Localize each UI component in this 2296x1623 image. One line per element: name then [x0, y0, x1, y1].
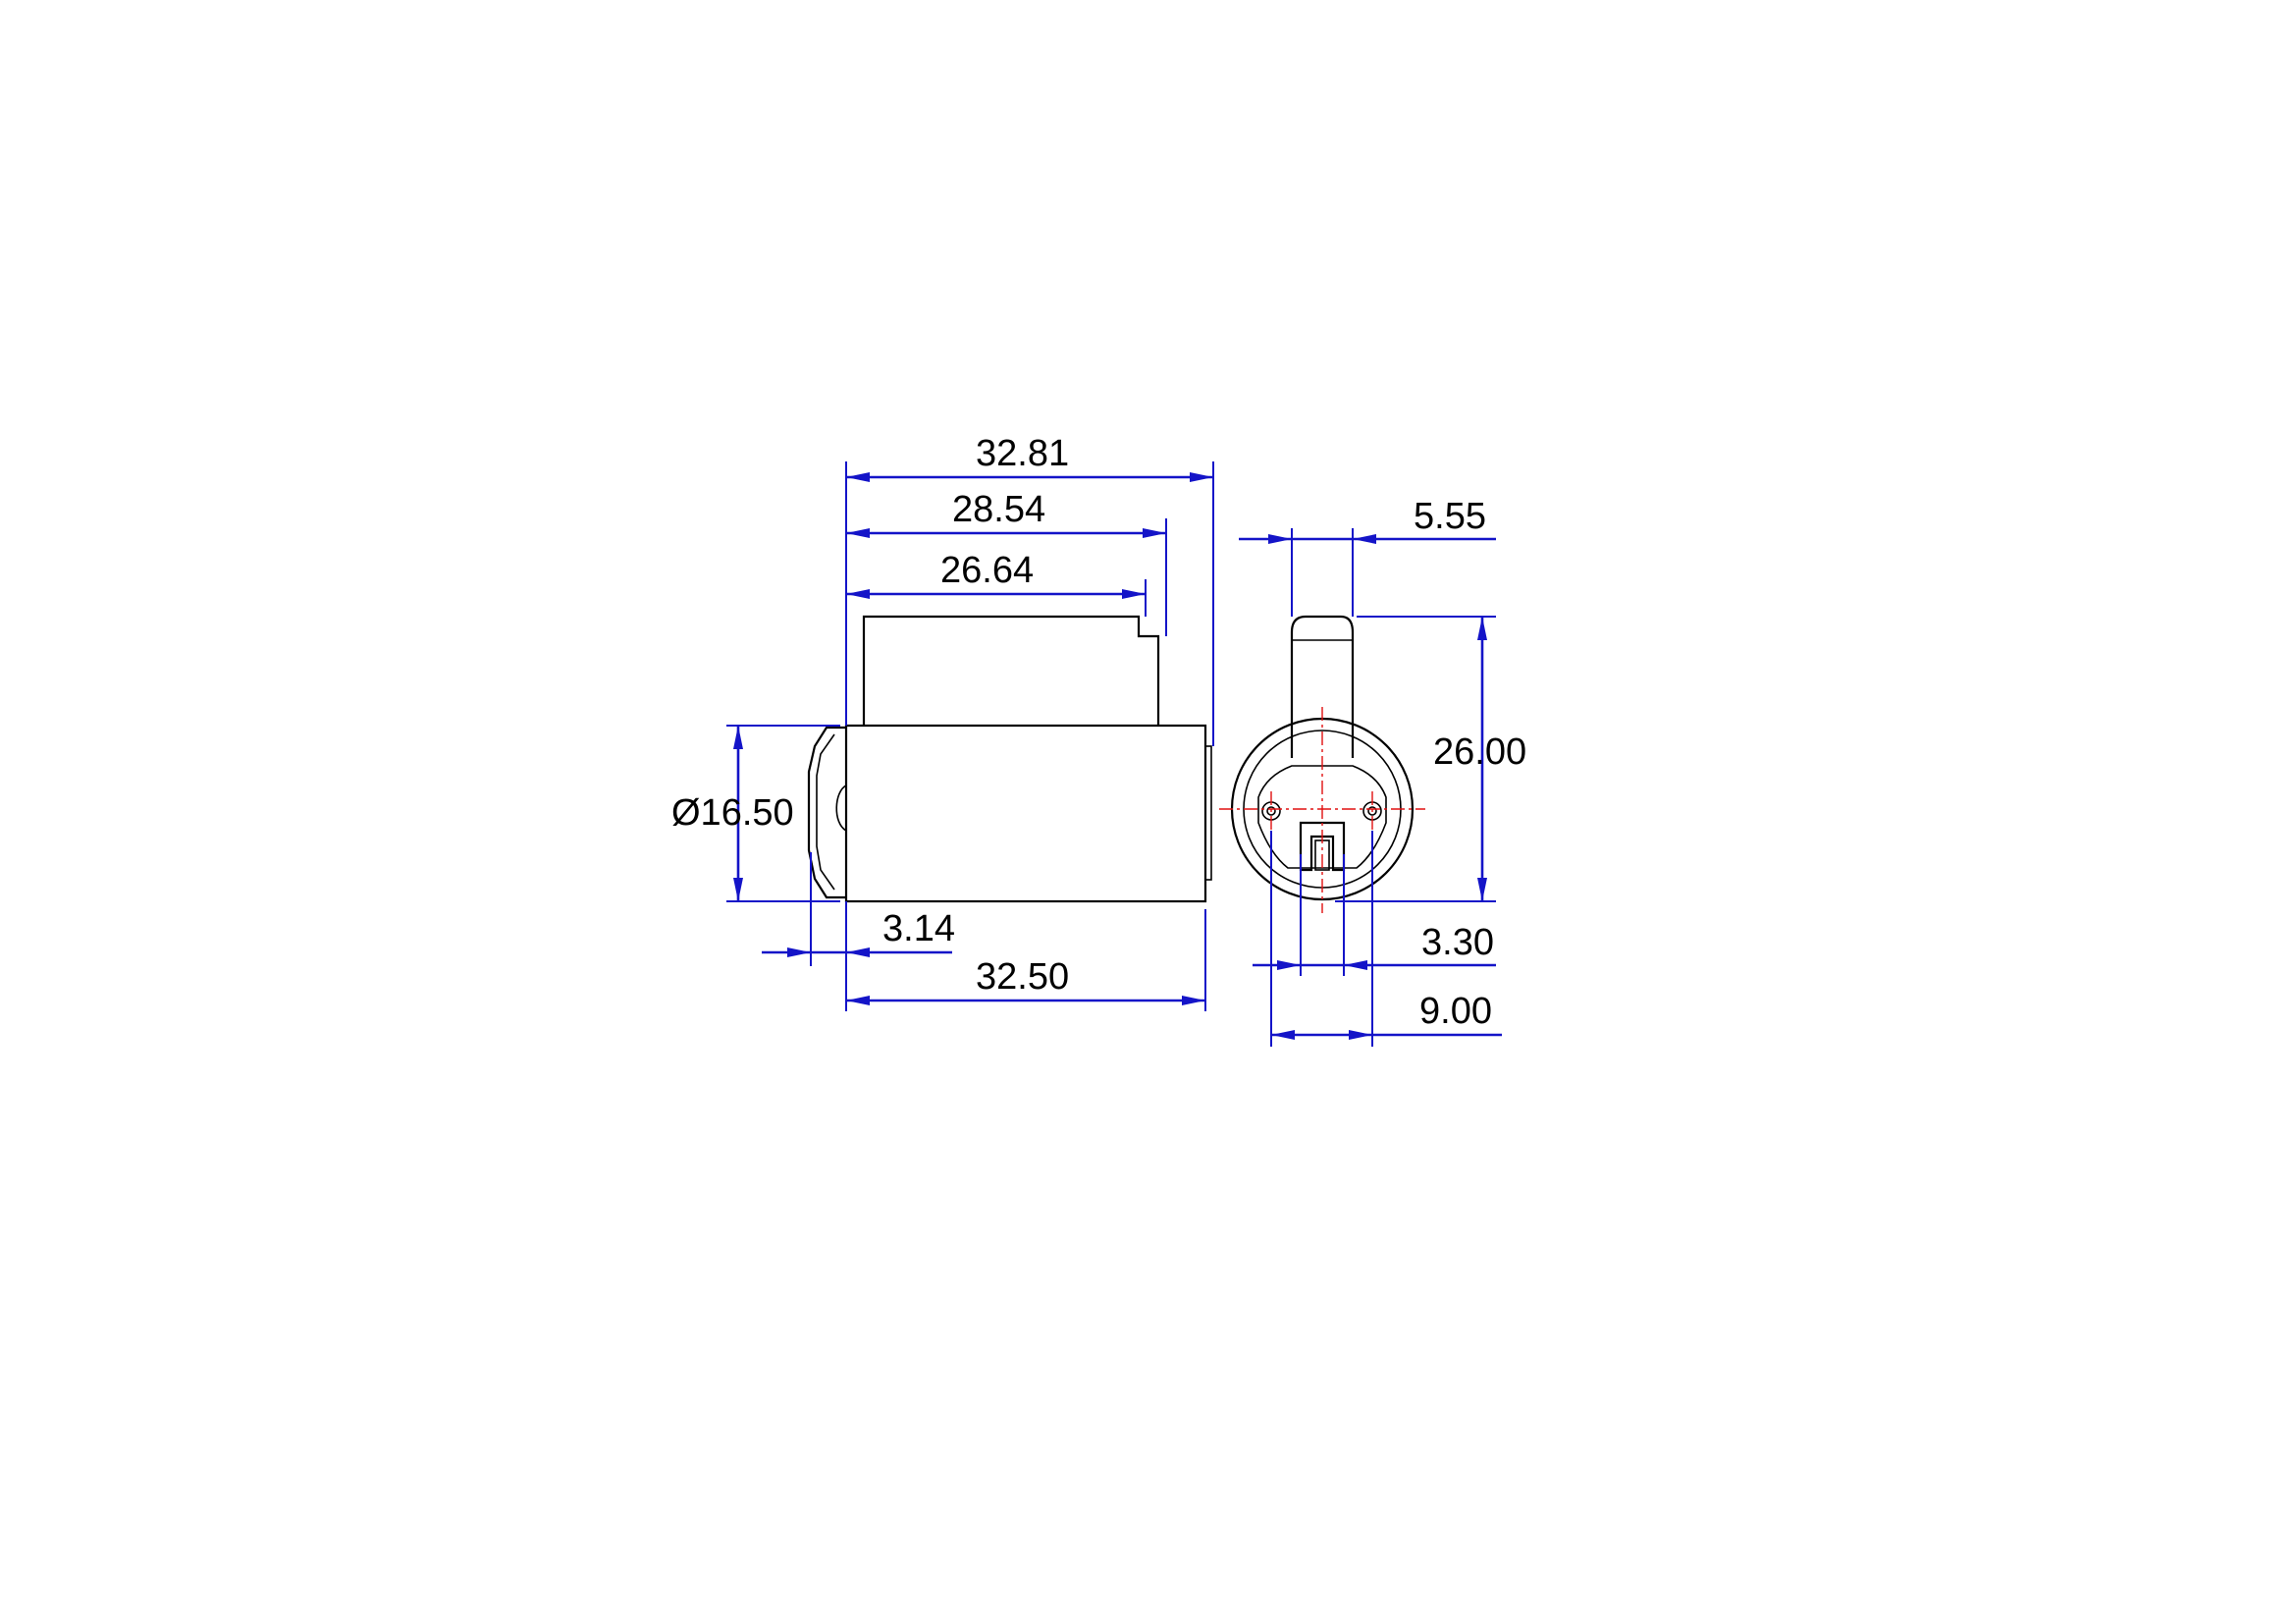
keyway-slot [1299, 821, 1346, 872]
front-face [807, 726, 846, 899]
top-housing [862, 615, 1160, 726]
dim-overall-height: 26.00 [1433, 731, 1526, 773]
end-view-tailpiece [1290, 615, 1355, 758]
rear-cap [1204, 745, 1212, 881]
dim-body-length: 32.50 [976, 956, 1069, 998]
dim-overall-length: 32.81 [976, 433, 1069, 474]
dim-pin-spacing: 9.00 [1419, 991, 1492, 1032]
dim-tailpiece-length: 28.54 [952, 489, 1045, 530]
dim-housing-length: 26.64 [940, 550, 1034, 591]
side-view-dimensions: 32.81 28.54 26.64 Ø16.50 3.14 32.50 [671, 433, 1214, 1011]
cylinder-body [844, 724, 1207, 903]
dim-diameter: Ø16.50 [671, 792, 794, 834]
dim-tail-width: 5.55 [1414, 496, 1486, 537]
dim-slot-width: 3.30 [1421, 922, 1494, 963]
dim-face-depth: 3.14 [882, 908, 955, 949]
plug-face [1257, 765, 1387, 869]
side-view [807, 615, 1212, 903]
end-view-dimensions: 5.55 26.00 3.30 9.00 [1239, 496, 1526, 1047]
end-view [1219, 615, 1425, 913]
